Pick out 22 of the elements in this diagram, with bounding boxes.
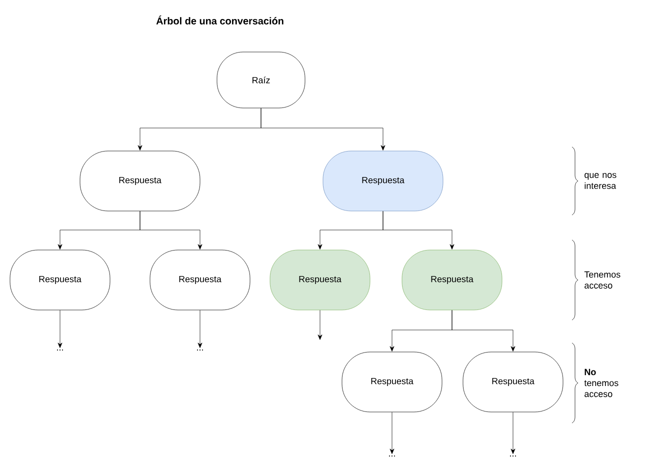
arrow [260,108,386,150]
rounded-box: Respuesta [80,150,200,212]
bracket-label: Tenemos acceso [584,271,620,289]
arrow [58,310,62,348]
bracket-label: No tenemos acceso [584,368,618,398]
rounded-box: Respuesta [462,352,564,412]
rounded-box: Respuesta [10,250,110,310]
rounded-box: Raíz [216,52,306,108]
rounded-box: Respuesta [270,250,370,310]
arrow [390,412,394,454]
title: Árbol de una conversación [156,16,284,24]
rounded-box: Respuesta [322,150,444,212]
arrow [140,211,202,250]
arrow [198,310,202,348]
arrow [452,310,516,352]
bracket-label: que nos interesa [584,173,616,189]
arrow [382,211,454,250]
arrow [318,310,322,340]
rounded-box: Respuesta [150,250,250,310]
rounded-box: Respuesta [342,352,442,412]
arrow [510,412,516,454]
rounded-box: Respuesta [402,250,502,310]
